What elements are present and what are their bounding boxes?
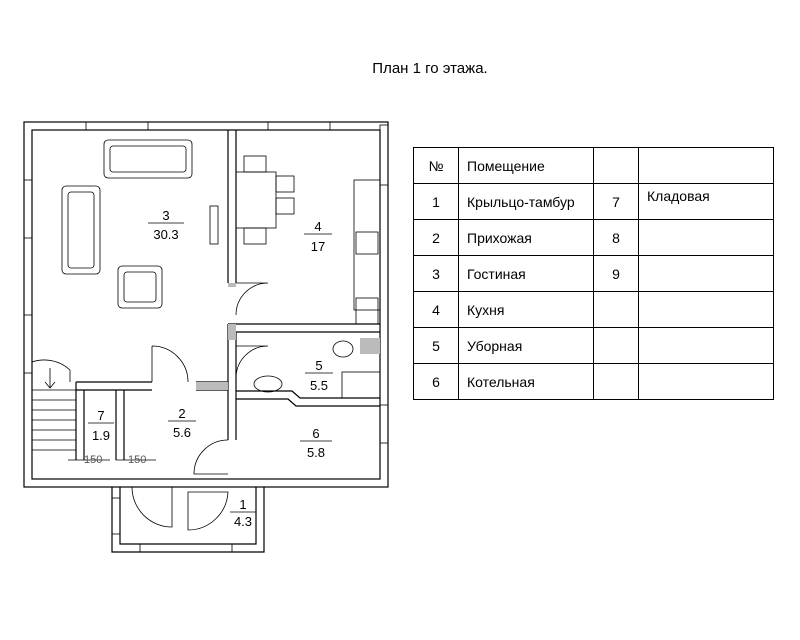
legend-row-num: 3 bbox=[413, 255, 459, 292]
dimension-text-2: 150 bbox=[128, 454, 146, 466]
room-area-1: 4.3 bbox=[234, 514, 252, 529]
room-area-5: 5.5 bbox=[310, 378, 328, 393]
room-number-4: 4 bbox=[314, 219, 321, 234]
room-label-6: 6 5.8 bbox=[300, 426, 332, 460]
dimension-mark-1: 150 bbox=[68, 454, 110, 466]
legend-row-name2 bbox=[638, 327, 774, 364]
legend-row-name2 bbox=[638, 255, 774, 292]
doors bbox=[131, 282, 269, 531]
legend-row-name2 bbox=[638, 291, 774, 328]
legend-header-name: Помещение bbox=[458, 147, 594, 184]
legend-row: 2 Прихожая 8 bbox=[413, 219, 774, 256]
room-label-1: 1 4.3 bbox=[230, 497, 256, 529]
room-area-7: 1.9 bbox=[92, 428, 110, 443]
furniture bbox=[61, 139, 381, 399]
legend-row-name2: Кладовая bbox=[638, 183, 774, 220]
legend-row-num: 2 bbox=[413, 219, 459, 256]
outer-walls bbox=[23, 121, 389, 553]
room-number-2: 2 bbox=[178, 406, 185, 421]
legend-row-name: Крыльцо-тамбур bbox=[458, 183, 594, 220]
legend-row-num2: 8 bbox=[593, 219, 639, 256]
legend-row-num2 bbox=[593, 327, 639, 364]
legend-row: 1 Крыльцо-тамбур 7 Кладовая bbox=[413, 183, 774, 220]
legend-row-num2 bbox=[593, 363, 639, 400]
stair bbox=[31, 359, 76, 451]
legend-row-num2: 7 bbox=[593, 183, 639, 220]
legend-header-num: № bbox=[413, 147, 459, 184]
room-label-5: 5 5.5 bbox=[305, 358, 333, 393]
legend-row: 3 Гостиная 9 bbox=[413, 255, 774, 292]
room-label-7: 7 1.9 bbox=[88, 408, 114, 443]
room-area-6: 5.8 bbox=[307, 445, 325, 460]
room-area-4: 17 bbox=[311, 239, 325, 254]
legend-row-num2: 9 bbox=[593, 255, 639, 292]
legend-row-num: 6 bbox=[413, 363, 459, 400]
room-area-3: 30.3 bbox=[153, 227, 178, 242]
room-number-6: 6 bbox=[312, 426, 319, 441]
room-number-1: 1 bbox=[239, 497, 246, 512]
room-area-2: 5.6 bbox=[173, 425, 191, 440]
legend-row-name2 bbox=[638, 363, 774, 400]
floor-plan: 3 30.3 4 17 5 5.5 2 5.6 7 1.9 6 5.8 1 4.… bbox=[23, 121, 389, 553]
legend-row-name2 bbox=[638, 219, 774, 256]
room-number-5: 5 bbox=[315, 358, 322, 373]
legend-row-num: 5 bbox=[413, 327, 459, 364]
legend-row-num2 bbox=[593, 291, 639, 328]
legend-row-name: Уборная bbox=[458, 327, 594, 364]
legend-row-num: 1 bbox=[413, 183, 459, 220]
legend-row-name: Кухня bbox=[458, 291, 594, 328]
dimension-mark-2: 150 bbox=[116, 454, 156, 466]
legend-header-num2 bbox=[593, 147, 639, 184]
legend-row-name: Котельная bbox=[458, 363, 594, 400]
legend-row: 4 Кухня bbox=[413, 291, 774, 328]
room-label-4: 4 17 bbox=[304, 219, 332, 254]
windows bbox=[23, 121, 389, 553]
room-label-3: 3 30.3 bbox=[148, 208, 184, 242]
legend-header-row: № Помещение bbox=[413, 147, 774, 184]
legend-row-name: Прихожая bbox=[458, 219, 594, 256]
legend-header-name2 bbox=[638, 147, 774, 184]
legend-row-num: 4 bbox=[413, 291, 459, 328]
room-number-3: 3 bbox=[162, 208, 169, 223]
rooms-legend-table: № Помещение 1 Крыльцо-тамбур 7 Кладовая … bbox=[413, 147, 774, 400]
dimension-text-1: 150 bbox=[84, 454, 102, 466]
interior-walls bbox=[75, 130, 380, 460]
room-number-7: 7 bbox=[97, 408, 104, 423]
plan-title: План 1 го этажа. bbox=[372, 60, 488, 77]
room-label-2: 2 5.6 bbox=[168, 406, 196, 440]
legend-row: 6 Котельная bbox=[413, 363, 774, 400]
legend-row: 5 Уборная bbox=[413, 327, 774, 364]
legend-row-name: Гостиная bbox=[458, 255, 594, 292]
